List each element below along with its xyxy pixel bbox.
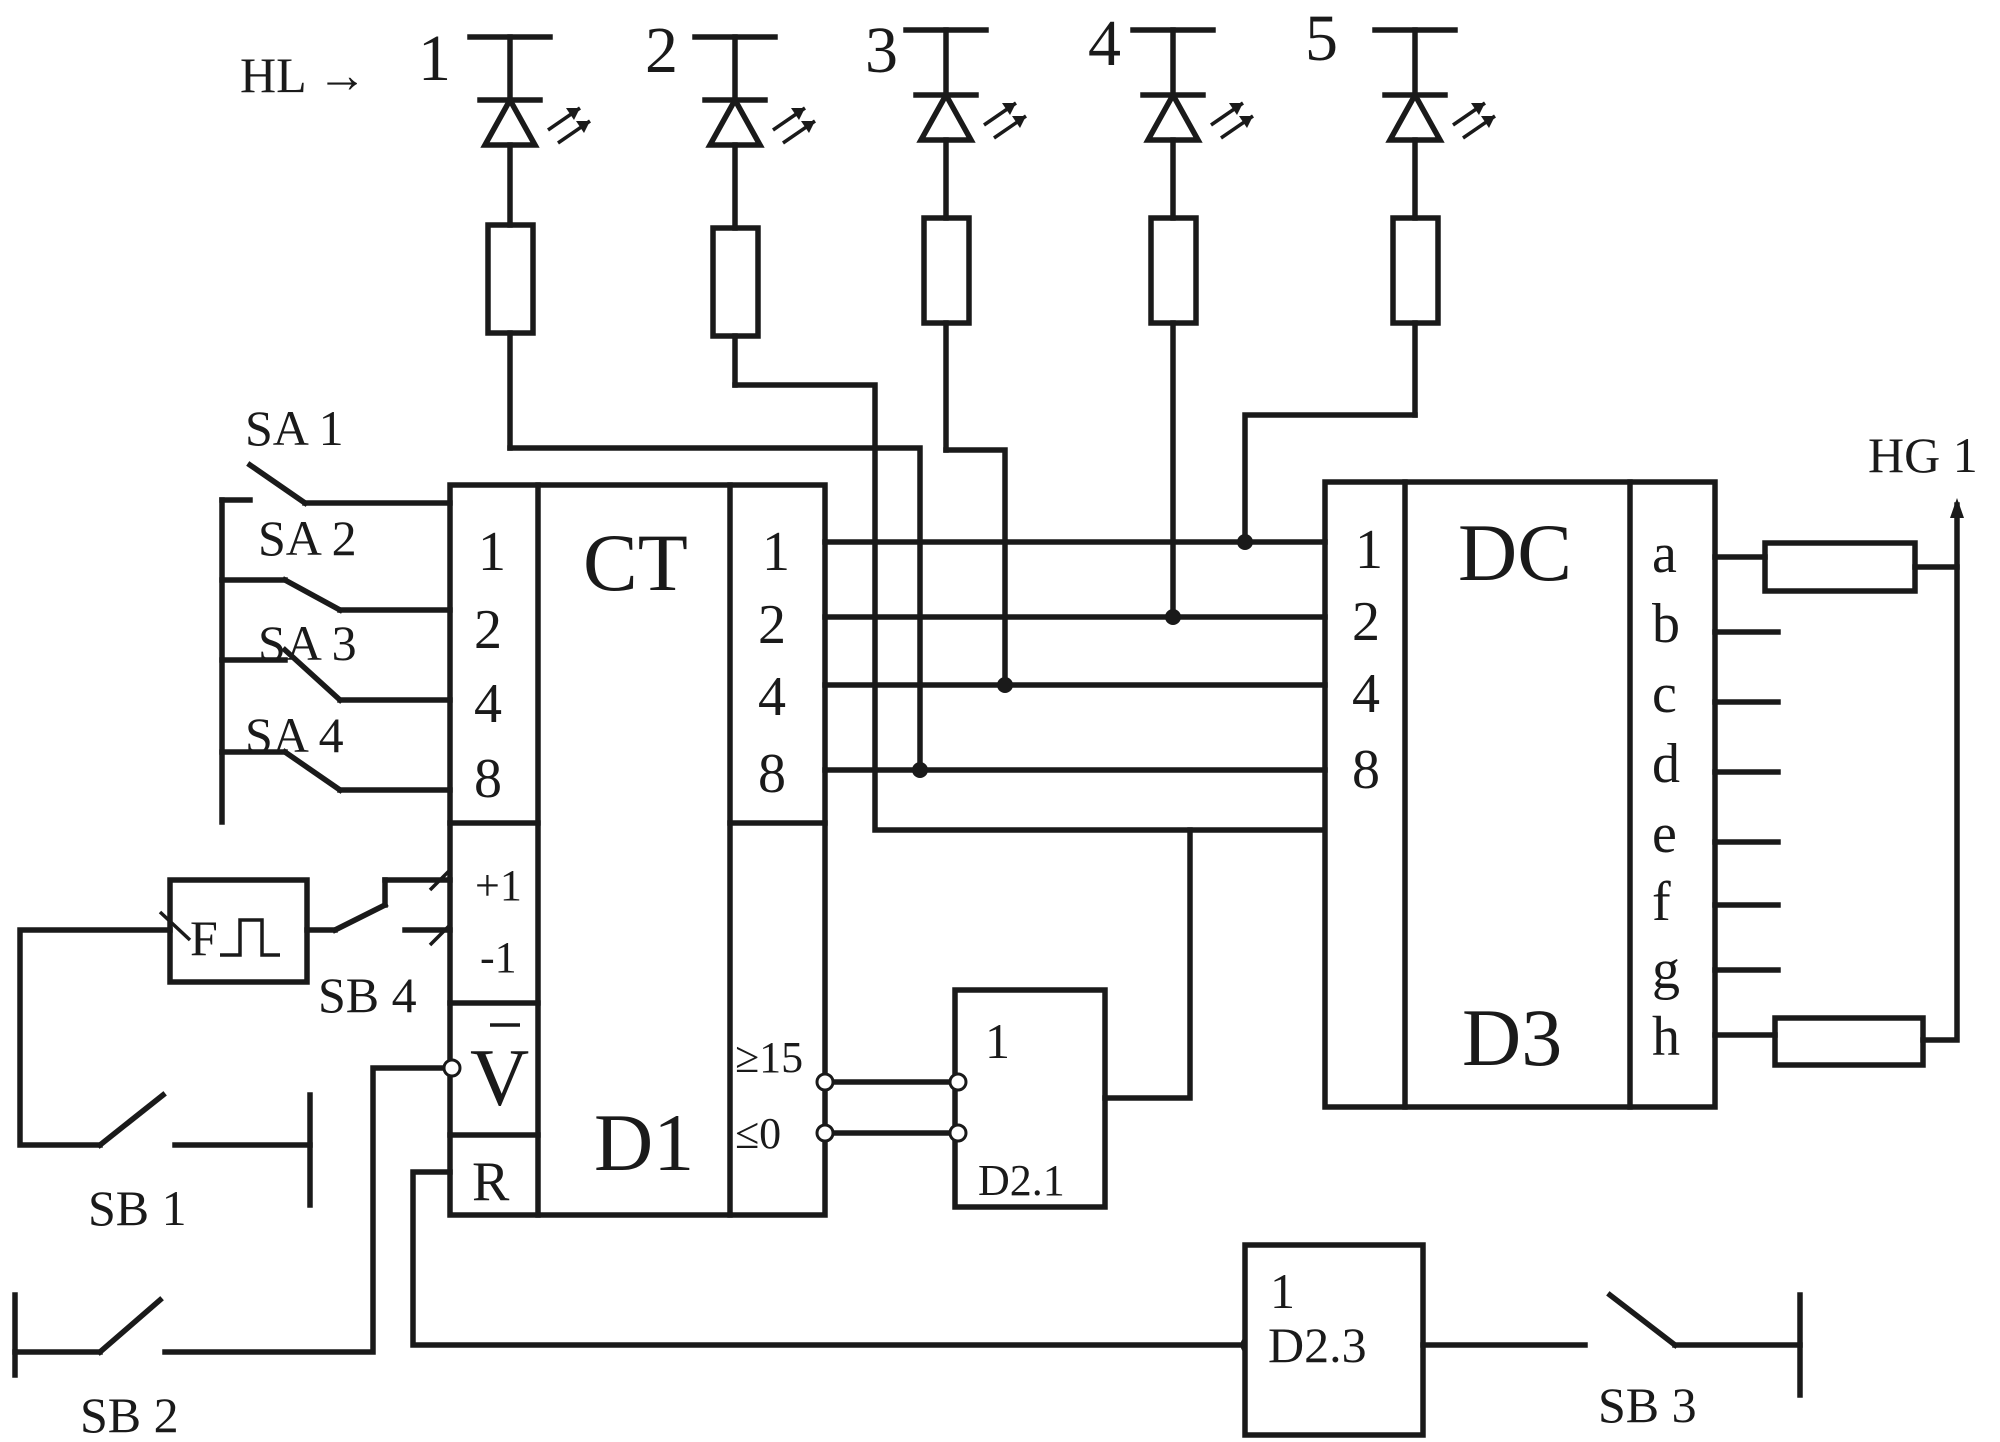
gate-d23-name: D2.3 [1268, 1317, 1367, 1373]
decoder-input-4: 4 [1352, 663, 1380, 725]
display-label: HG 1 [1868, 427, 1978, 483]
led-2-label: 2 [645, 14, 678, 87]
decoder-output-wires: HG 1 [1712, 427, 1978, 1068]
led-group-label: HL → [240, 47, 367, 103]
switch-sa1-label: SA 1 [245, 400, 344, 456]
data-bus [822, 534, 1328, 778]
decoder-input-2: 2 [1352, 591, 1380, 653]
decoder-d3: DC D3 1 2 4 8 a b c d e f g h [1322, 479, 1718, 1110]
counter-output-4: 4 [758, 666, 786, 728]
button-sb2-label: SB 2 [80, 1387, 179, 1442]
led-light-arrows [547, 101, 1496, 145]
reset-path: 1 D2.3 SB 3 [410, 1169, 1803, 1438]
pulse-generator: F SB 4 SB 1 [17, 868, 453, 1236]
decoder-output-g: g [1652, 939, 1680, 1001]
counter-d1: CT D1 1 2 4 8 1 2 4 8 +1 -1 V R ≥15 ≤0 [447, 482, 828, 1218]
decoder-output-c: c [1652, 663, 1677, 725]
switch-sa2-label: SA 2 [258, 510, 357, 566]
counter-name-label: D1 [594, 1097, 694, 1188]
button-sb1-label: SB 1 [88, 1180, 187, 1236]
counter-type-label: CT [583, 517, 688, 608]
counter-enable-label: V [470, 1032, 529, 1123]
decoder-output-b: b [1652, 593, 1680, 655]
gate-d21: 1 D2.1 [815, 827, 1193, 1210]
decoder-input-8: 8 [1352, 739, 1380, 801]
switch-bank: SA 1 SA 2 SA 3 SA 4 [219, 400, 453, 825]
led-4-label: 4 [1088, 7, 1121, 80]
counter-down-label: -1 [480, 933, 517, 982]
led-labels: HL → 1 2 3 4 5 [240, 2, 1338, 103]
decoder-output-f: f [1652, 871, 1671, 933]
led-1-label: 1 [418, 22, 451, 95]
gate-d23-symbol: 1 [1270, 1263, 1295, 1319]
led-routing-wires [507, 382, 1418, 833]
counter-output-8: 8 [758, 743, 786, 805]
counter-carry-max: ≥15 [735, 1033, 803, 1082]
counter-reset-label: R [472, 1151, 510, 1213]
counter-input-8: 8 [474, 748, 502, 810]
switch-sa3-label: SA 3 [258, 615, 357, 671]
counter-input-4: 4 [474, 673, 502, 735]
gate-d21-name: D2.1 [978, 1156, 1065, 1205]
counter-output-1: 1 [762, 521, 790, 583]
button-sb3-label: SB 3 [1598, 1377, 1697, 1433]
counter-carry-min: ≤0 [735, 1109, 781, 1158]
counter-output-2: 2 [758, 594, 786, 656]
decoder-name-label: D3 [1462, 992, 1562, 1083]
generator-label: F [190, 910, 218, 966]
decoder-type-label: DC [1458, 507, 1572, 598]
decoder-output-h: h [1652, 1006, 1680, 1068]
decoder-output-a: a [1652, 523, 1677, 585]
button-sb4-label: SB 4 [318, 967, 417, 1023]
gate-d21-symbol: 1 [985, 1013, 1010, 1069]
led-3-label: 3 [865, 14, 898, 87]
switch-sa4-label: SA 4 [245, 707, 344, 763]
counter-input-2: 2 [474, 599, 502, 661]
decoder-input-1: 1 [1355, 519, 1383, 581]
decoder-output-e: e [1652, 803, 1677, 865]
decoder-output-d: d [1652, 733, 1680, 795]
counter-up-label: +1 [475, 861, 522, 910]
led-5-label: 5 [1305, 2, 1338, 75]
counter-input-1: 1 [478, 521, 506, 583]
led-resistor-chains [467, 27, 1458, 623]
button-sb2: SB 2 [12, 1058, 462, 1442]
